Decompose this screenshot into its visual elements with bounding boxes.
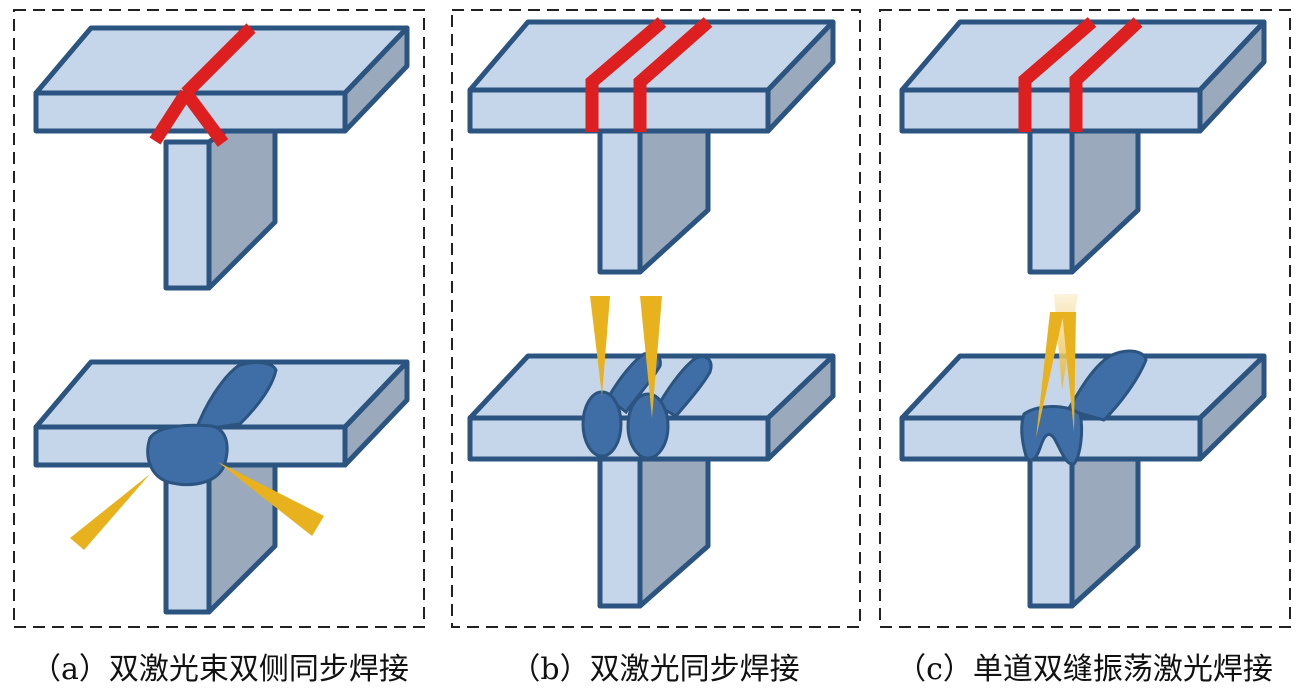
t-joint-top xyxy=(899,19,1267,275)
weld-bead-top xyxy=(1066,349,1148,422)
weld-bead xyxy=(1020,349,1148,466)
weld-bead-front-1 xyxy=(581,390,623,458)
panel-b-diagram xyxy=(451,9,861,628)
web-plate-front xyxy=(163,139,212,291)
laser-beam-right xyxy=(218,462,324,536)
panel-a xyxy=(0,0,430,640)
weld-bead-front-double xyxy=(1020,405,1084,466)
panel-b-caption: （b）双激光同步焊接 xyxy=(510,652,800,687)
laser-beam-2 xyxy=(640,296,662,418)
t-joint-top xyxy=(33,25,410,291)
laser-paths xyxy=(585,17,713,132)
laser-path-2 xyxy=(633,17,713,132)
panel-a-diagram xyxy=(13,9,425,628)
laser-beams xyxy=(590,296,662,418)
t-joint-bottom xyxy=(467,353,836,609)
laser-paths xyxy=(1018,17,1143,132)
panel-a-caption: （a）双激光束双侧同步焊接 xyxy=(31,652,409,687)
panel-c-caption: （c）单道双缝振荡激光焊接 xyxy=(896,652,1273,687)
flange-plate-front xyxy=(467,87,771,134)
weld-bead xyxy=(146,361,278,487)
panel-b xyxy=(440,0,870,640)
web-plate-front xyxy=(163,463,212,615)
laser-path-2 xyxy=(1069,17,1143,132)
weld-bead-top-2 xyxy=(655,355,713,418)
laser-beam-left xyxy=(70,474,150,550)
oscillating-laser-beam xyxy=(1036,294,1078,438)
weld-bead-front-2 xyxy=(626,392,670,460)
laser-path xyxy=(149,23,256,147)
web-plate-front xyxy=(597,456,643,609)
laser-path-1 xyxy=(585,17,667,132)
panel-c xyxy=(868,0,1299,640)
t-joint-top xyxy=(467,19,836,275)
laser-path-1 xyxy=(1018,17,1097,132)
laser-beam-right xyxy=(1062,312,1076,432)
flange-plate-front xyxy=(33,90,348,134)
panel-c-diagram xyxy=(879,9,1291,628)
web-plate-front xyxy=(1027,128,1075,275)
laser-beam-1 xyxy=(590,296,610,396)
t-joint-bottom xyxy=(33,359,410,615)
web-plate-front xyxy=(1027,456,1075,609)
flange-plate-front xyxy=(899,87,1203,134)
laser-beams xyxy=(70,462,324,550)
web-plate-front xyxy=(597,128,643,275)
laser-beam-left xyxy=(1036,312,1064,438)
